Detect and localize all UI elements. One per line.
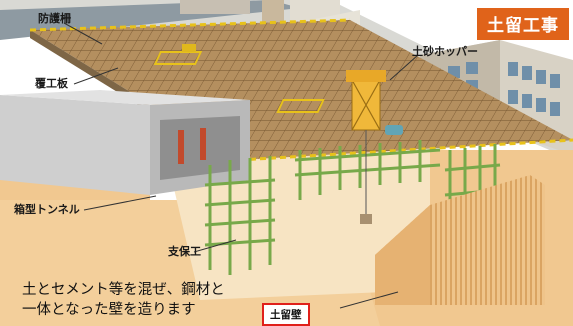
guard-fence-top bbox=[29, 18, 351, 32]
caption-line-1: 土とセメント等を混ぜ、鋼材と bbox=[22, 282, 225, 298]
label-retaining-wall: 土留壁 bbox=[262, 303, 310, 326]
leader-lines bbox=[63, 22, 419, 309]
box-tunnel bbox=[0, 90, 250, 195]
label-support-work: 支保工 bbox=[168, 245, 201, 258]
label-guard-fence: 防護柵 bbox=[38, 12, 71, 25]
excavator-icon bbox=[182, 44, 196, 52]
guard-fence-bottom bbox=[239, 138, 573, 162]
label-deck-plate: 覆工板 bbox=[35, 77, 68, 90]
deck-plate-surface bbox=[30, 20, 573, 160]
caption: 土とセメント等を混ぜ、鋼材と 一体となった壁を造ります bbox=[22, 280, 225, 320]
title-badge: 土留工事 bbox=[477, 8, 569, 40]
truck-icon bbox=[385, 125, 403, 135]
label-soil-hopper: 土砂ホッパー bbox=[412, 45, 478, 58]
soil-hopper bbox=[346, 70, 403, 224]
label-box-tunnel: 箱型トンネル bbox=[14, 203, 80, 216]
caption-line-2: 一体となった壁を造ります bbox=[22, 302, 196, 318]
